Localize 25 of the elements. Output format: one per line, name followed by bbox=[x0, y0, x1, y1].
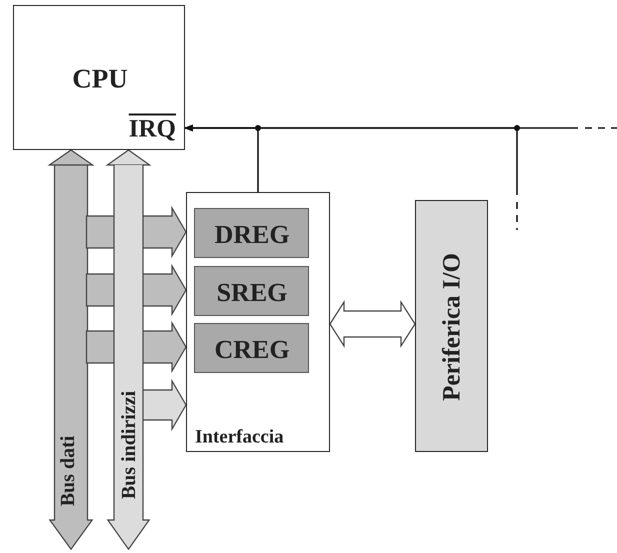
bus-label: Bus indirizzi bbox=[119, 390, 139, 500]
register-label: SREG bbox=[216, 280, 288, 306]
register-label: DREG bbox=[214, 222, 290, 248]
signal-line bbox=[184, 124, 518, 195]
bus-arrow bbox=[86, 206, 187, 258]
register-box bbox=[194, 266, 309, 316]
bus-arrow bbox=[106, 149, 152, 166]
register-box bbox=[194, 323, 309, 373]
peripheral-box bbox=[415, 200, 488, 452]
block-label: Interfaccia bbox=[195, 428, 284, 446]
cpu-box bbox=[13, 5, 185, 150]
signal-label: IRQ bbox=[128, 116, 176, 142]
register-label: CREG bbox=[214, 337, 290, 363]
bus-arrow bbox=[141, 378, 187, 432]
bus-arrow bbox=[86, 320, 187, 374]
block-label: CPU bbox=[72, 66, 128, 92]
bus-arrow bbox=[329, 300, 416, 348]
register-box bbox=[194, 208, 309, 258]
bus-column bbox=[107, 165, 150, 550]
bus-column bbox=[49, 165, 93, 550]
bus-arrow bbox=[86, 264, 187, 316]
bus-label: Bus dati bbox=[58, 436, 78, 506]
bus-arrow bbox=[47, 149, 95, 166]
interface-box bbox=[186, 192, 330, 452]
block-label: Periferica I/O bbox=[440, 253, 464, 401]
